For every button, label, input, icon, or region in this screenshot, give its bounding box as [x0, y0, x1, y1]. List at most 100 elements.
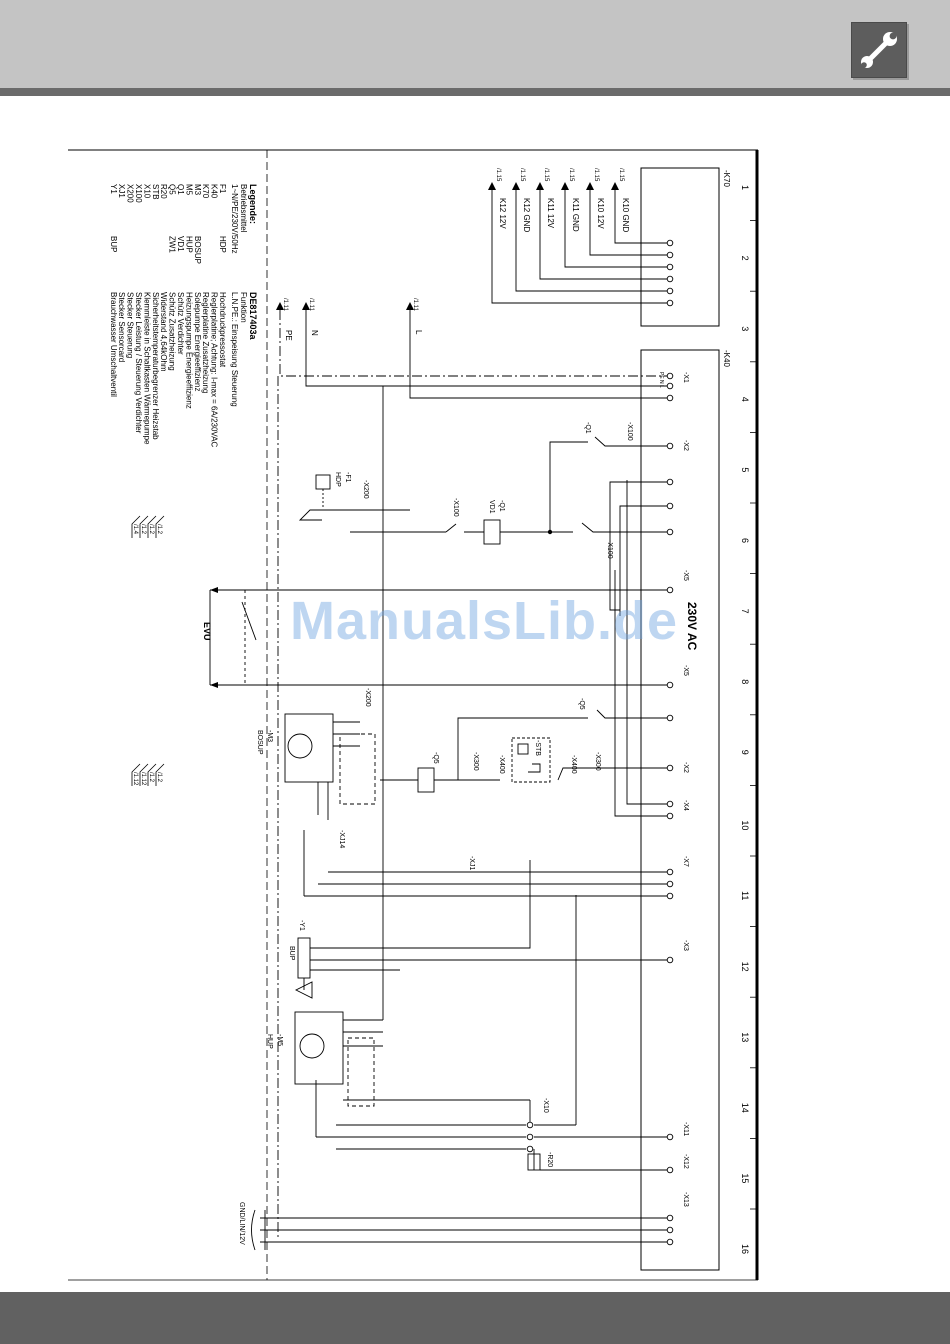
ref-k10v: /1.15 [593, 168, 599, 182]
legend-supply1: 1~N/PE/230V/50Hz [230, 184, 239, 254]
legend-text: Stecker Leistung / Steuerung Verdichter [134, 292, 143, 434]
column-number: 6 [740, 538, 750, 543]
column-number: 10 [740, 820, 750, 830]
x300-label-a: -X300 [594, 752, 601, 771]
y1-label: -Y1 [298, 920, 305, 931]
legend-label: HDP [218, 236, 227, 253]
x2-label-top: -X2 [682, 440, 689, 451]
k70-signal-4: K11 12V [546, 198, 555, 229]
legend-heading: Legende: [248, 184, 258, 224]
legend-id: STB [151, 184, 160, 200]
legend-text: Sicherheitstemperaturbegrenzer Heizstab [151, 292, 160, 440]
legend-id: R20 [159, 184, 168, 199]
header-divider [0, 88, 950, 96]
x11-label: -X11 [682, 1122, 689, 1136]
x100-label-bottom: -X100 [606, 540, 613, 559]
header-bar [0, 0, 950, 88]
footer-bar [0, 1292, 950, 1344]
ref-k12v: /1.15 [495, 168, 501, 182]
column-number: 16 [740, 1244, 750, 1254]
legend-col2: Funktion [239, 292, 248, 323]
x10-label: -X10 [542, 1098, 549, 1113]
column-number: 5 [740, 467, 750, 472]
legend-id: K70 [201, 184, 210, 199]
hdp-label: HDP [334, 472, 341, 487]
k70-signal-6: K12 12V [498, 198, 507, 229]
x1-pins: PE N L [658, 372, 664, 388]
x300-label-b: -X300 [472, 752, 479, 771]
legend-id: K40 [210, 184, 219, 199]
x7-label: -X7 [682, 856, 689, 867]
ref-q1-b: /1.2 [148, 524, 154, 535]
column-number: 11 [740, 891, 750, 900]
ref-k11gnd: /1.15 [568, 168, 574, 182]
legend-label: BOSUP [193, 236, 202, 264]
legend-label: ZW1 [168, 236, 177, 253]
watermark: ManualsLib.de [290, 591, 679, 651]
ref-q1-c: /1.2 [140, 524, 146, 535]
legend-id: M5 [184, 184, 193, 196]
wrench-icon[interactable] [851, 22, 907, 78]
q5-contact-label: -Q5 [578, 698, 585, 710]
q1-coil-label: -Q1 [498, 500, 505, 512]
legend-text: Hochdruckpressostat [218, 292, 227, 368]
k70-signal-2: K10 12V [596, 198, 605, 229]
legend-id: X200 [126, 184, 135, 203]
legend-text: Brauchwasser Umschaltventil [109, 292, 118, 397]
m3-label: -M3 [266, 730, 273, 742]
r20-label: -R20 [546, 1152, 553, 1167]
pe-label: PE [284, 330, 293, 341]
legend-text: Reglerplatine; Achtung: I-max = 6A/230VA… [210, 292, 219, 447]
legend-text: Schütz Zusatzheizung [168, 292, 177, 371]
x400-label-a: -X400 [570, 755, 577, 774]
x3-label: -X3 [682, 940, 689, 951]
ref-q5-c: /1.12 [140, 772, 146, 786]
legend-text: Reglerplatine Zusatzheizung [201, 292, 210, 393]
q5-coil-label: -Q5 [432, 752, 439, 764]
column-number: 14 [740, 1103, 750, 1113]
column-number: 13 [740, 1032, 750, 1042]
legend-id: X10 [142, 184, 151, 199]
column-number: 9 [740, 750, 750, 755]
legend-id: F1 [218, 184, 227, 194]
xj14-label: -XJ14 [338, 830, 345, 848]
x13-label: -X13 [682, 1192, 689, 1207]
column-number: 7 [740, 609, 750, 614]
legend-id: Q5 [168, 184, 177, 195]
legend-id: M3 [193, 184, 202, 196]
xj1-label: -XJ1 [468, 856, 475, 871]
legend-text: Stecker Steuerung [126, 292, 135, 358]
legend-supply2: L.N.PE.: Einspeisung Steuerung [230, 292, 239, 407]
stb-label: -STB [534, 740, 541, 756]
ref-q1-a: /1.2 [156, 524, 162, 535]
x1-label: -X1 [682, 372, 689, 383]
m5-label: -M5 [276, 1034, 283, 1046]
ref-k10gnd: /1.15 [618, 168, 624, 182]
legend-text: Schütz Verdichter [176, 292, 185, 355]
hup-label: HUP [266, 1034, 273, 1049]
ref-k11v: /1.15 [543, 168, 549, 182]
legend-id: XJ1 [117, 184, 126, 198]
bosup-label: BOSUP [256, 730, 263, 755]
column-number: 2 [740, 256, 750, 261]
ref-q5-b: /1.2 [148, 772, 154, 783]
x2-label-mid: -X2 [682, 762, 689, 773]
legend-id: X100 [134, 184, 143, 203]
x100-label-q1: -X100 [626, 422, 633, 441]
x100-label-coil: -X100 [452, 498, 459, 517]
x5-label-a: -X5 [682, 570, 689, 581]
legend-id: Y1 [109, 184, 118, 194]
vd1-label: VD1 [488, 500, 495, 514]
legend-label: HUP [184, 236, 193, 253]
x5-label-b: -X5 [682, 665, 689, 676]
x200-label-hdp: -X200 [362, 480, 369, 499]
k70-signal-3: K11 GND [571, 198, 580, 232]
ref-q5-d: /1.12 [132, 772, 138, 786]
ref-pe: /1.11 [282, 298, 288, 312]
f1-label: -F1 [344, 472, 351, 483]
legend-text: Klemmleiste in Schaltkasten Wärmepumpe [142, 292, 151, 445]
bup-label: BUP [288, 946, 295, 961]
legend-col1: Betriebsmittel [239, 184, 248, 233]
